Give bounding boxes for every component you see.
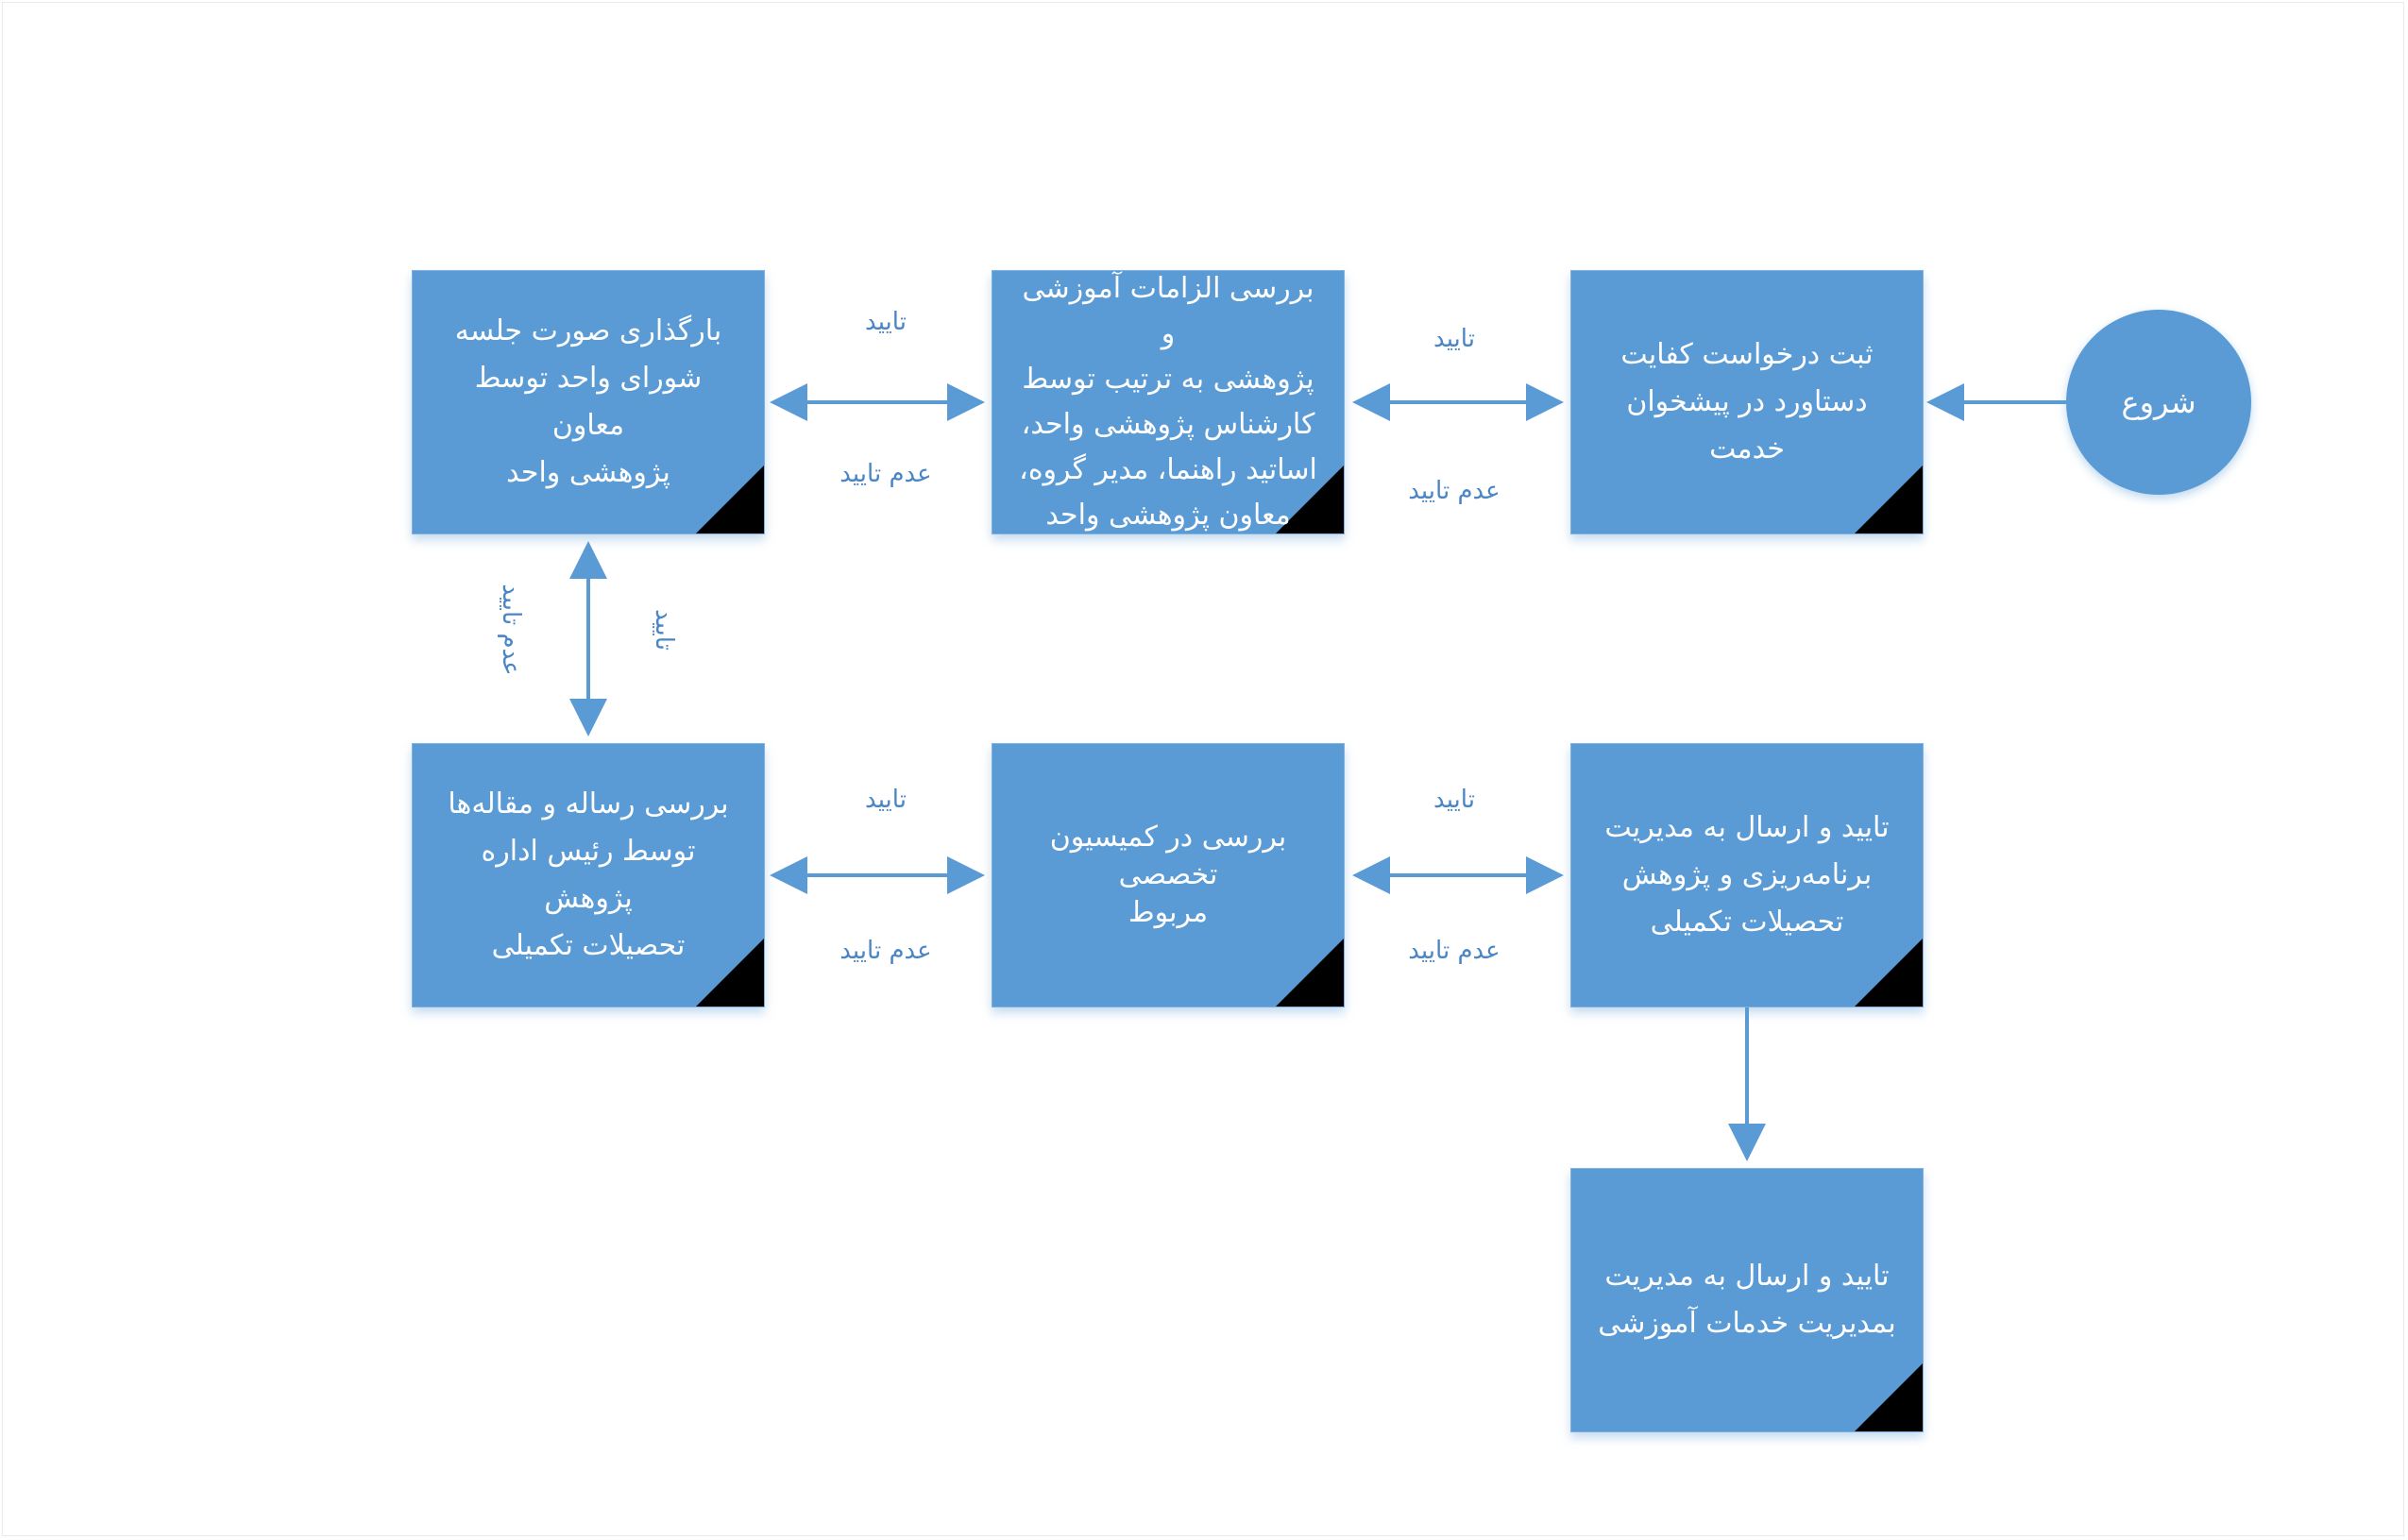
- box-review-thesis: بررسی رساله و مقاله‌ها توسط رئیس اداره پ…: [412, 743, 765, 1007]
- box-text: بررسی در کمیسیون تخصصی مربوط: [1049, 821, 1287, 929]
- start-label: شروع: [2121, 384, 2196, 420]
- box-review-requirements: بررسی الزامات آموزشی و پژوهشی به ترتیب ت…: [992, 270, 1345, 534]
- corner-fold-icon: [1276, 465, 1344, 533]
- corner-fold-icon: [1855, 465, 1923, 533]
- box-text: بررسی الزامات آموزشی و پژوهشی به ترتیب ت…: [1019, 272, 1317, 532]
- start-node: شروع: [2066, 310, 2251, 495]
- box-approve-send-education: تایید و ارسال به مدیریت بمدیریت خدمات آم…: [1570, 1168, 1924, 1432]
- corner-fold-icon: [1276, 939, 1344, 1007]
- edge-label-reject: عدم تایید: [1408, 477, 1501, 505]
- corner-fold-icon: [1855, 939, 1923, 1007]
- box-register-request: ثبت درخواست کفایت دستاورد در پیشخوان خدم…: [1570, 270, 1924, 534]
- corner-fold-icon: [696, 465, 764, 533]
- edge-label-approve-vertical: تایید: [650, 609, 678, 651]
- edge-label-reject: عدم تایید: [839, 937, 932, 965]
- edge-label-approve: تایید: [1433, 325, 1475, 353]
- edge-label-reject-vertical: عدم تایید: [497, 584, 525, 676]
- box-text: ثبت درخواست کفایت دستاورد در پیشخوان خدم…: [1620, 338, 1874, 465]
- edge-label-approve: تایید: [865, 308, 907, 336]
- box-text: بارگذاری صورت جلسه شورای واحد توسط معاون…: [454, 314, 722, 489]
- edge-label-reject: عدم تایید: [839, 460, 932, 488]
- box-text: بررسی رساله و مقاله‌ها توسط رئیس اداره پ…: [448, 787, 729, 962]
- box-text: تایید و ارسال به مدیریت بمدیریت خدمات آم…: [1598, 1260, 1896, 1340]
- box-approve-send-planning: تایید و ارسال به مدیریت برنامه‌ریزی و پژ…: [1570, 743, 1924, 1007]
- corner-fold-icon: [696, 939, 764, 1007]
- box-committee-review: بررسی در کمیسیون تخصصی مربوط: [992, 743, 1345, 1007]
- edge-label-reject: عدم تایید: [1408, 937, 1501, 965]
- corner-fold-icon: [1855, 1363, 1923, 1431]
- box-upload-minutes: بارگذاری صورت جلسه شورای واحد توسط معاون…: [412, 270, 765, 534]
- box-text: تایید و ارسال به مدیریت برنامه‌ریزی و پژ…: [1604, 811, 1890, 939]
- edge-label-approve: تایید: [1433, 786, 1475, 814]
- edge-label-approve: تایید: [865, 786, 907, 814]
